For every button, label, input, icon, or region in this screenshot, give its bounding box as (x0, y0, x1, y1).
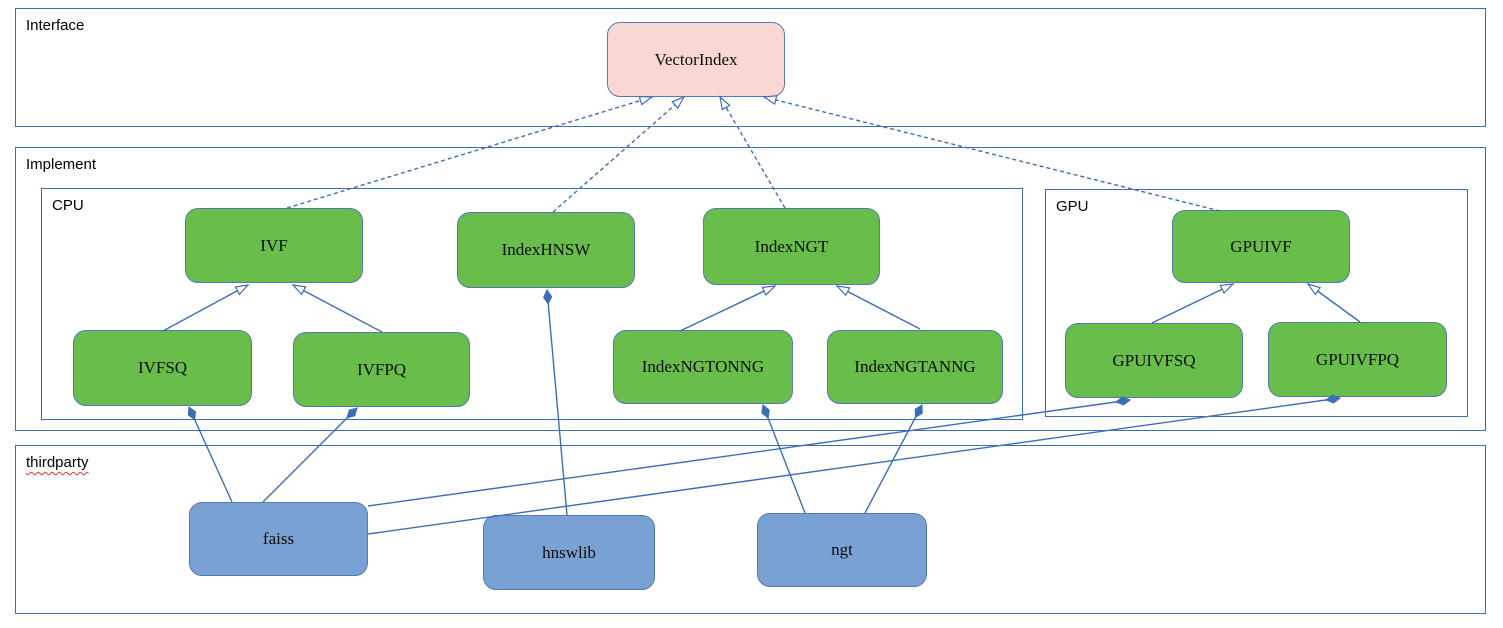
node-gpuivfpq: GPUIVFPQ (1268, 322, 1447, 397)
node-indexngt-label: IndexNGT (754, 236, 829, 256)
node-vectorindex-label: VectorIndex (654, 49, 738, 69)
gpu-group-label: GPU (1056, 198, 1089, 215)
node-ngt: ngt (757, 513, 927, 587)
node-indexngtanng-label: IndexNGTANNG (854, 357, 976, 376)
node-hnswlib-label: hnswlib (542, 542, 596, 562)
node-ngt-label: ngt (831, 540, 853, 559)
node-hnswlib: hnswlib (483, 515, 655, 590)
node-faiss: faiss (189, 502, 368, 576)
implement-group-label: Implement (26, 156, 97, 173)
cpu-group-label: CPU (52, 197, 84, 214)
node-ivf-label: IVF (260, 235, 288, 255)
node-vectorindex: VectorIndex (607, 22, 785, 97)
node-gpuivfsq-label: GPUIVFSQ (1112, 350, 1196, 370)
node-indexngt: IndexNGT (703, 208, 880, 285)
node-gpuivfpq-label: GPUIVFPQ (1315, 349, 1400, 369)
thirdparty-group-label: thirdparty (26, 454, 89, 471)
interface-group-label: Interface (26, 17, 85, 34)
node-ivfsq-label: IVFSQ (137, 358, 188, 377)
node-gpuivfsq: GPUIVFSQ (1065, 323, 1243, 398)
node-indexngtonng: IndexNGTONNG (613, 330, 793, 404)
node-ivfsq: IVFSQ (73, 330, 252, 406)
node-indexngtonng-label: IndexNGTONNG (641, 357, 765, 376)
node-ivfpq: IVFPQ (293, 332, 470, 407)
node-faiss-label: faiss (262, 529, 295, 548)
node-gpuivf-label: GPUIVF (1230, 236, 1292, 256)
node-ivf: IVF (185, 208, 363, 283)
node-indexhnsw-label: IndexHNSW (501, 240, 591, 259)
node-ivfpq-label: IVFPQ (356, 359, 407, 379)
node-gpuivf: GPUIVF (1172, 210, 1350, 283)
node-indexhnsw: IndexHNSW (457, 212, 635, 288)
node-indexngtanng: IndexNGTANNG (827, 330, 1003, 404)
